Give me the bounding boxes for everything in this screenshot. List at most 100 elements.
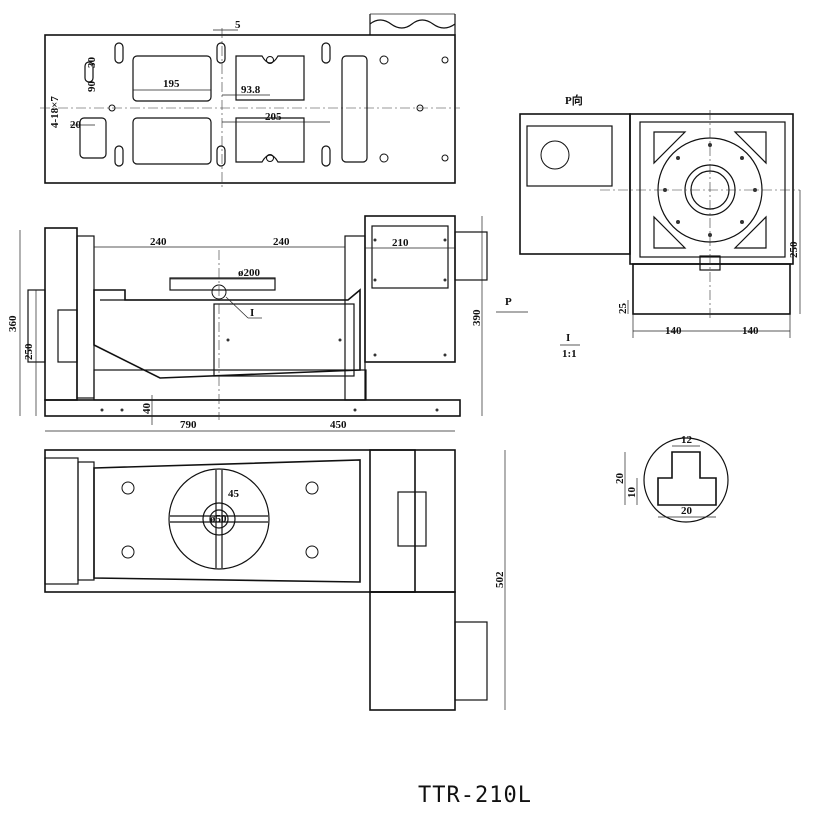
- clamp-boss: [305, 545, 319, 559]
- dim-label-30: 30: [86, 57, 98, 69]
- motor-side-housing: [519, 113, 631, 255]
- p-view-label: P向: [565, 93, 583, 107]
- corner-rib: [733, 131, 767, 165]
- pocket: [341, 55, 368, 163]
- dim-label-25: 25: [617, 303, 629, 315]
- clamp-boss: [305, 481, 319, 495]
- dim-label-20-bottom: 20: [681, 505, 693, 517]
- slot: [114, 145, 124, 167]
- left-clamp: [57, 309, 78, 363]
- dim-label-140-right: 140: [742, 325, 759, 337]
- bolt-hole: [226, 338, 230, 342]
- motor-cover: [371, 225, 449, 289]
- dim-label-360: 360: [7, 315, 19, 332]
- dim-label-45: 45: [228, 488, 240, 500]
- base-plate-outline: [44, 34, 456, 184]
- bolt-hole: [120, 408, 124, 412]
- detail-i: I 1:1 12 20 10 20: [560, 332, 729, 523]
- slot: [216, 42, 226, 64]
- bolt-hole: [373, 278, 377, 282]
- motor-housing: [364, 215, 456, 363]
- pocket: [132, 55, 212, 102]
- front-view: 240 240 210 ø200 I 360 250 390 40 790 45…: [7, 215, 528, 432]
- drawing-title: TTR-210L: [418, 783, 532, 808]
- dim-label-40: 40: [141, 403, 153, 415]
- dim-label-holes: 4-18×7: [49, 96, 61, 128]
- dim-label-12: 12: [681, 434, 693, 446]
- t-slot-profile: [657, 451, 717, 506]
- detail-ref-label: I: [250, 307, 254, 319]
- dim-label-93-8: 93.8: [241, 84, 261, 96]
- plan-motor-housing: [369, 449, 456, 593]
- bolt-hole: [379, 55, 389, 65]
- left-housing: [44, 227, 78, 401]
- bolt-hole: [373, 238, 377, 242]
- bolt-hole: [663, 188, 667, 192]
- table-top: [169, 277, 276, 291]
- detail-scale: 1:1: [562, 348, 577, 360]
- bolt-hole: [676, 156, 680, 160]
- motor-panel: [397, 491, 427, 547]
- left-flange: [77, 461, 95, 581]
- left-flange: [76, 235, 95, 399]
- motor-end: [454, 231, 488, 281]
- dim-label-20-side: 20: [614, 473, 626, 485]
- cradle: [93, 288, 361, 379]
- table-face: [639, 121, 786, 258]
- corner-rib: [733, 215, 767, 249]
- bolt-hole: [753, 188, 757, 192]
- dim-label-210: 210: [392, 237, 409, 249]
- dim-label-5: 5: [235, 19, 241, 31]
- pocket: [79, 117, 107, 159]
- dim-label-140-left: 140: [665, 325, 682, 337]
- p-view: P向 250 25 140 140: [519, 93, 801, 338]
- break-line: [369, 14, 456, 35]
- base-lower: [93, 369, 367, 401]
- bolt-hole: [435, 408, 439, 412]
- view-arrow-label: P: [505, 296, 512, 308]
- plan-bore: [209, 509, 229, 529]
- motor-cover-plate: [526, 125, 613, 187]
- dim-label-250: 250: [23, 343, 35, 360]
- plan-motor-end: [454, 621, 488, 701]
- bolt-hole: [108, 104, 116, 112]
- bolt-hole: [100, 408, 104, 412]
- dim-label-240-left: 240: [150, 236, 167, 248]
- left-end: [44, 457, 79, 585]
- bolt-hole: [379, 153, 389, 163]
- dim-label-10: 10: [626, 487, 638, 499]
- dim-label-240-right: 240: [273, 236, 290, 248]
- bolt-hole: [441, 56, 449, 64]
- bolt-hole: [708, 233, 712, 237]
- dim-label-250: 250: [788, 241, 800, 258]
- cradle-plate: [213, 303, 355, 377]
- dim-label-502: 502: [494, 571, 506, 588]
- dim-label-390: 390: [471, 309, 483, 326]
- bolt-hole: [441, 154, 449, 162]
- corner-rib: [653, 131, 687, 165]
- leader-detail: [225, 296, 249, 319]
- slot: [84, 61, 94, 83]
- right-flange: [344, 235, 366, 401]
- clamp-boss: [121, 545, 135, 559]
- slot: [321, 42, 331, 64]
- detail-circle: [643, 437, 729, 523]
- dim-label-195: 195: [163, 78, 180, 90]
- pocket: [235, 117, 305, 163]
- bolt-hole: [740, 156, 744, 160]
- plan-cradle: [93, 459, 361, 583]
- slot: [321, 145, 331, 167]
- bolt-hole: [353, 408, 357, 412]
- bolt-hole: [266, 154, 274, 162]
- clamp-boss: [121, 481, 135, 495]
- bolt-hole: [443, 238, 447, 242]
- left-hub: [27, 289, 46, 363]
- motor-port: [540, 140, 570, 170]
- detail-ref: I: [566, 332, 570, 344]
- plan-bore-outer: [202, 502, 236, 536]
- slot: [114, 42, 124, 64]
- base: [44, 399, 461, 417]
- bolt-hole: [676, 220, 680, 224]
- bolt-hole: [416, 104, 424, 112]
